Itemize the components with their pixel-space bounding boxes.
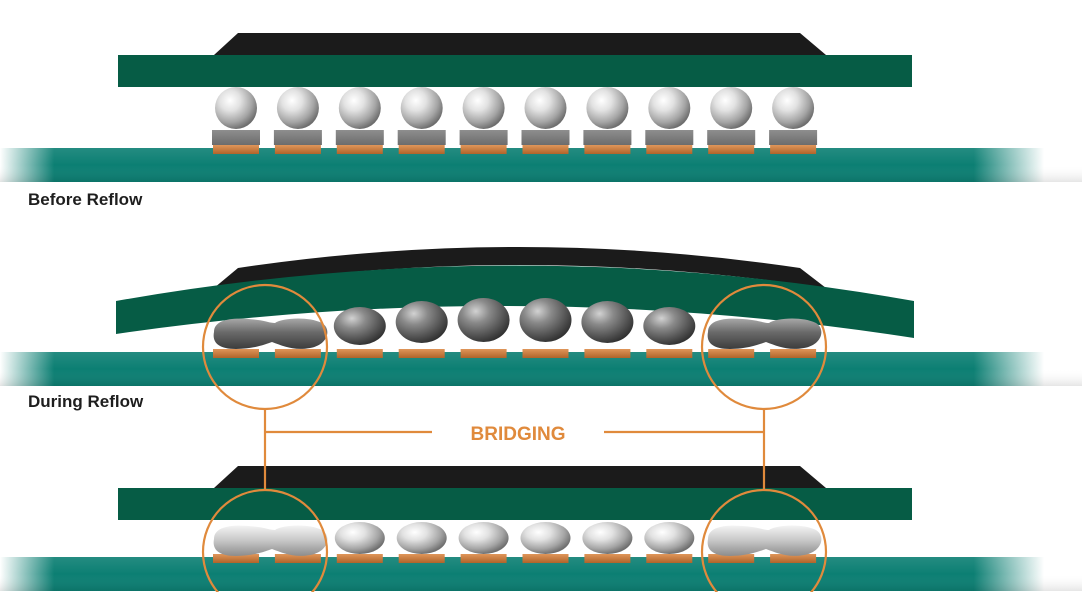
- label-during-reflow: During Reflow: [28, 392, 144, 411]
- copper-pad: [522, 554, 569, 563]
- copper-pad: [646, 554, 693, 563]
- solder-ball: [586, 87, 629, 129]
- copper-pad: [708, 554, 755, 563]
- solder-paste: [397, 130, 446, 145]
- solder-paste: [645, 130, 694, 145]
- copper-pad: [213, 554, 259, 563]
- bridged-solder-right: [707, 318, 822, 349]
- reflowed-solder-ball: [644, 522, 695, 554]
- solder-ball: [400, 87, 443, 129]
- copper-pad: [770, 145, 817, 154]
- molten-solder-ball: [581, 301, 634, 343]
- copper-pad: [646, 145, 693, 154]
- copper-pad: [274, 554, 321, 563]
- copper-pad: [522, 145, 569, 154]
- copper-pad: [460, 349, 507, 358]
- copper-pad: [274, 145, 321, 154]
- solder-ball: [462, 87, 505, 129]
- solder-paste: [335, 130, 384, 145]
- copper-pad: [398, 145, 445, 154]
- paste-row: [212, 130, 818, 145]
- copper-pad: [213, 349, 259, 358]
- copper-pad: [584, 554, 631, 563]
- copper-pad: [708, 349, 755, 358]
- solder-paste: [769, 130, 818, 145]
- ball-row: [333, 298, 696, 345]
- copper-pad: [584, 145, 631, 154]
- molten-solder-ball: [333, 307, 386, 345]
- copper-pad: [770, 349, 817, 358]
- label-before-reflow: Before Reflow: [28, 190, 143, 209]
- solder-paste: [707, 130, 756, 145]
- solder-paste: [459, 130, 508, 145]
- reflowed-solder-ball: [396, 522, 447, 554]
- bridging-label: BRIDGING: [471, 424, 566, 445]
- molten-solder-ball: [457, 298, 510, 342]
- package-substrate-warped: [116, 265, 914, 338]
- copper-pad: [522, 349, 569, 358]
- stage-before-reflow: Before Reflow: [0, 33, 1082, 209]
- solder-ball: [710, 87, 753, 129]
- copper-pad: [336, 349, 383, 358]
- solder-ball: [772, 87, 815, 129]
- pad-row: [213, 145, 817, 154]
- bridging-callout: [201, 283, 828, 592]
- molten-solder-ball: [519, 298, 572, 342]
- reflowed-solder-ball: [520, 522, 571, 554]
- bridged-solder-right: [707, 525, 822, 556]
- bridged-solder-left: [213, 525, 328, 556]
- solder-paste: [583, 130, 632, 145]
- stage-after-reflow: [0, 466, 1082, 591]
- copper-pad: [398, 349, 445, 358]
- solder-ball: [276, 87, 319, 129]
- copper-pad: [646, 349, 693, 358]
- solder-ball: [215, 87, 257, 129]
- copper-pad: [460, 145, 507, 154]
- solder-ball: [524, 87, 567, 129]
- molten-solder-ball: [643, 307, 696, 345]
- ball-row: [334, 522, 695, 554]
- reflowed-solder-ball: [334, 522, 385, 554]
- molten-solder-ball: [395, 301, 448, 343]
- stage-during-reflow: During Reflow: [0, 247, 1082, 411]
- reflowed-solder-ball: [582, 522, 633, 554]
- solder-paste: [273, 130, 322, 145]
- copper-pad: [460, 554, 507, 563]
- solder-ball: [338, 87, 381, 129]
- bridged-solder-left: [213, 318, 328, 349]
- die-body: [214, 33, 826, 55]
- copper-pad: [274, 349, 321, 358]
- copper-pad: [336, 554, 383, 563]
- copper-pad: [708, 145, 755, 154]
- solder-paste: [212, 130, 260, 145]
- ball-row: [215, 87, 815, 129]
- solder-paste: [521, 130, 570, 145]
- die-body: [214, 466, 826, 488]
- solder-ball: [648, 87, 691, 129]
- copper-pad: [770, 554, 817, 563]
- copper-pad: [213, 145, 259, 154]
- package-substrate: [118, 55, 912, 87]
- pad-row: [213, 349, 817, 358]
- copper-pad: [336, 145, 383, 154]
- copper-pad: [584, 349, 631, 358]
- copper-pad: [398, 554, 445, 563]
- package-substrate: [118, 488, 912, 520]
- pad-row: [213, 554, 817, 563]
- die-body-warped: [214, 247, 826, 288]
- reflowed-solder-ball: [458, 522, 509, 554]
